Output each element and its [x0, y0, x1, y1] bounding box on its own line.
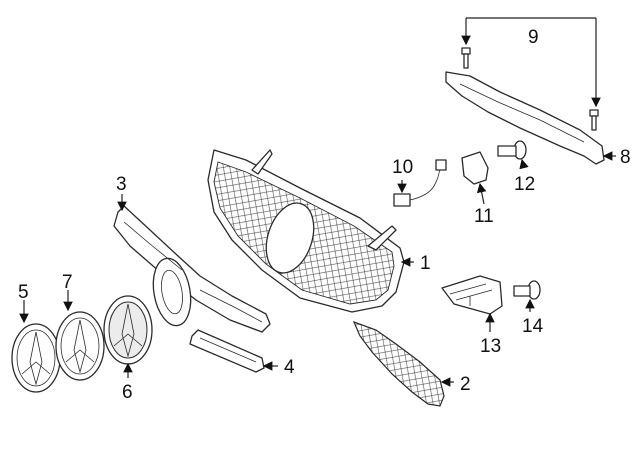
push-pin-part: [513, 280, 541, 300]
grille-frame-part: [113, 205, 271, 333]
clip-block-part: [441, 275, 503, 315]
emblem-ring-part: [11, 323, 61, 393]
bolt-part: [461, 47, 599, 131]
callout-3: 3: [116, 174, 127, 195]
callout-12: 12: [514, 174, 535, 195]
callout-2: 2: [460, 374, 471, 395]
callout-4: 4: [284, 357, 295, 378]
callout-11: 11: [474, 206, 494, 227]
trim-strip-part: [189, 329, 265, 373]
callout-9: 9: [528, 27, 539, 48]
callout-7: 7: [62, 272, 73, 293]
bracket-part: [461, 151, 489, 185]
lower-grille-part: [352, 320, 445, 407]
callout-6: 6: [122, 382, 133, 403]
grille-main-part: [207, 149, 405, 313]
screw-part: [497, 140, 527, 160]
emblem-star-part: [55, 311, 105, 381]
callout-1: 1: [420, 253, 431, 274]
callout-10: 10: [392, 157, 413, 178]
emblem-badge-part: [103, 295, 153, 365]
upper-support-part: [445, 71, 605, 165]
sensor-part: [393, 159, 447, 207]
callout-5: 5: [18, 282, 29, 303]
callout-13: 13: [480, 336, 501, 357]
callout-8: 8: [620, 147, 631, 168]
leader-lines: [19, 17, 616, 387]
callout-14: 14: [522, 316, 544, 337]
